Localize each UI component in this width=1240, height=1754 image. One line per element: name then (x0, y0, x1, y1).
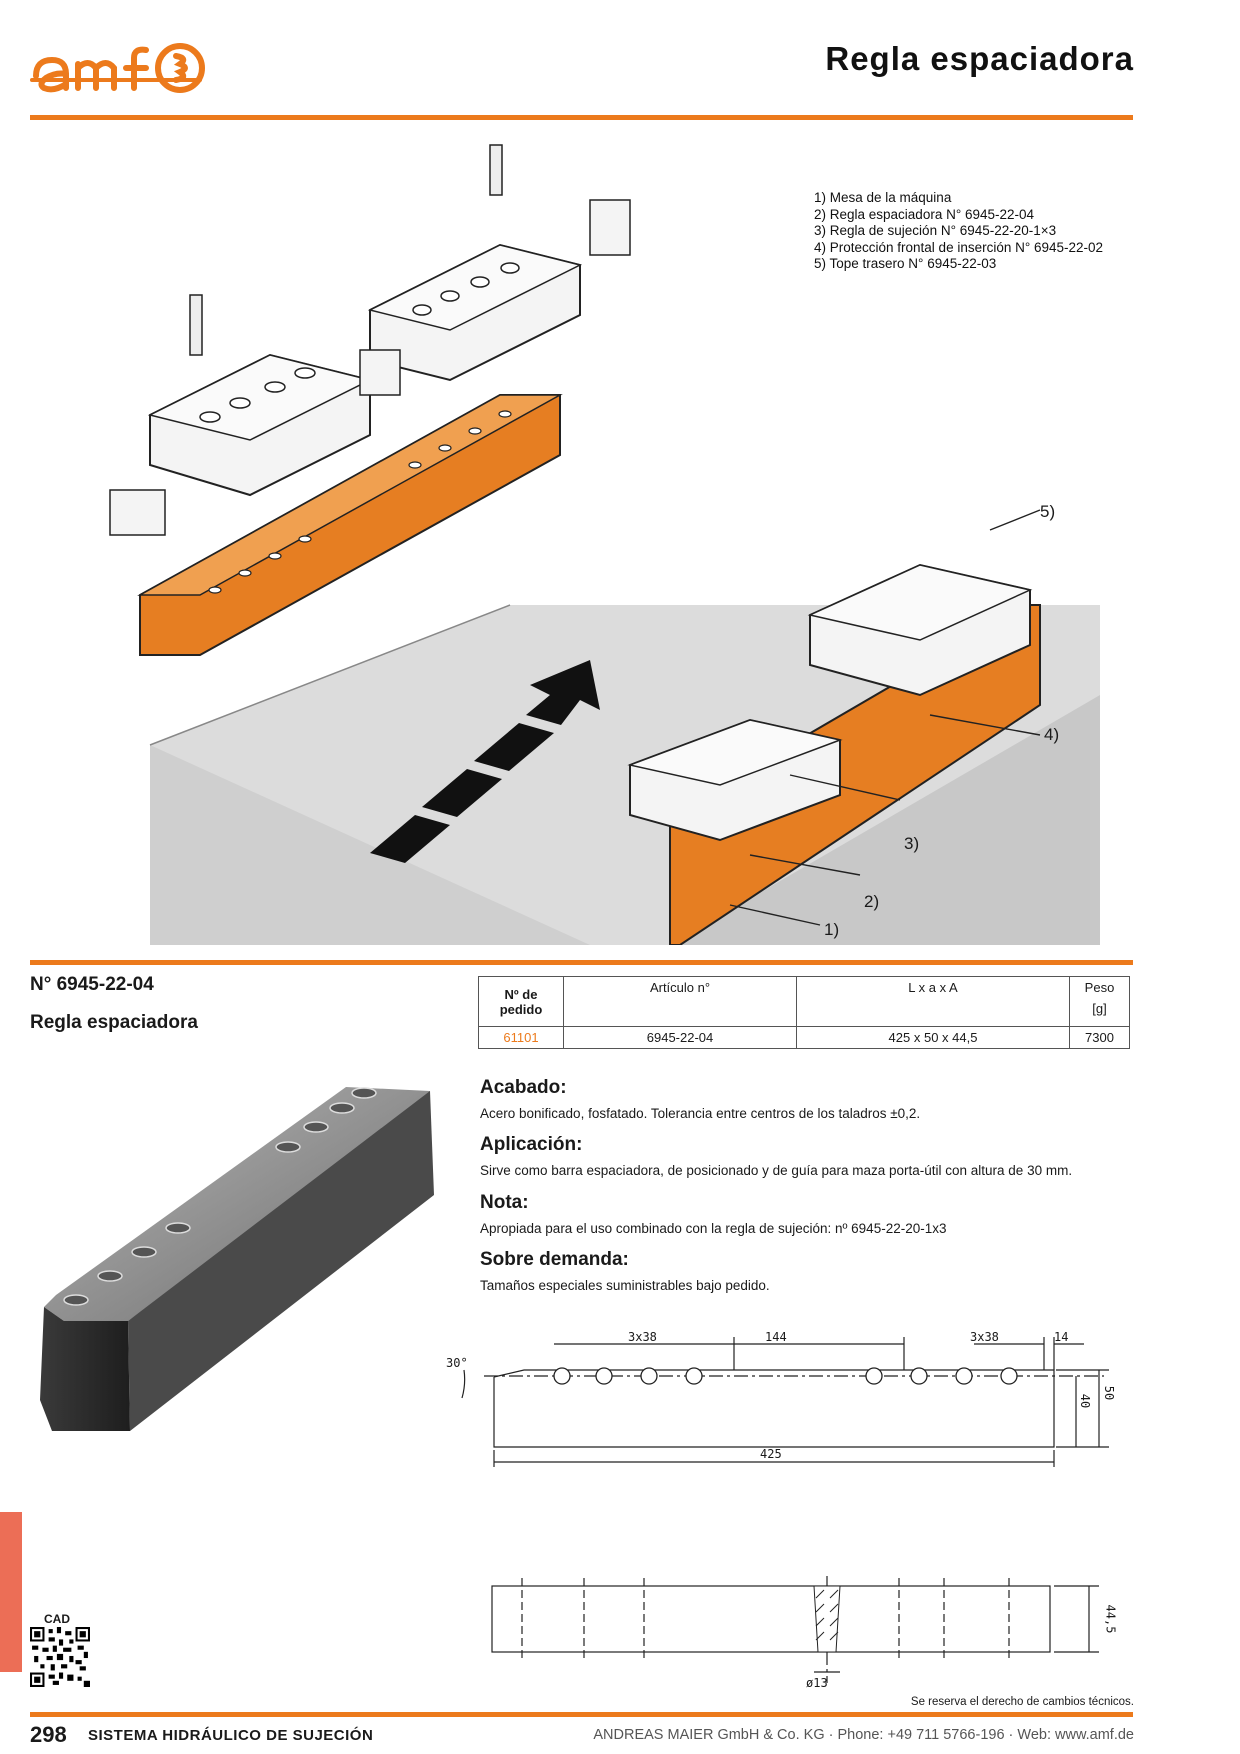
chapter-tab (0, 1512, 22, 1672)
dim-end: 14 (1054, 1330, 1069, 1344)
legend-item: 4) Protección frontal de inserción N° 69… (814, 239, 1104, 255)
legend-item: 1) Mesa de la máquina (814, 190, 952, 205)
dims-cell: 425 x 50 x 44,5 (796, 1026, 1070, 1049)
section-heading-on-demand: Sobre demanda: (480, 1249, 629, 1270)
callout-1: 1) (824, 920, 840, 939)
dim-pitch-left: 3x38 (628, 1330, 657, 1344)
article-number: N° 6945-22-04 (30, 974, 154, 995)
callout-5: 5) (1040, 502, 1056, 521)
dim-height-side: 44,5 (1103, 1604, 1118, 1634)
footer-company: ANDREAS MAIER GmbH & Co. KG · Phone: +49… (593, 1727, 1134, 1743)
section-text-application: Sirve como barra espaciadora, de posicio… (480, 1163, 1073, 1178)
legend-item: 5) Tope trasero N° 6945-22-03 (814, 256, 997, 271)
dim-angle: 30° (446, 1356, 468, 1370)
header-rule (30, 115, 1133, 120)
article-name: Regla espaciadora (30, 1012, 198, 1033)
technical-drawing-side (491, 1576, 1099, 1683)
col-dims: L x a x A (796, 976, 1070, 998)
col-article: Artículo n° (563, 976, 797, 998)
section-rule (30, 960, 1133, 965)
dim-height-inner: 40 (1078, 1393, 1093, 1409)
parts-legend: 1) Mesa de la máquina 2) Regla espaciado… (814, 190, 1103, 273)
table-header-row: Nº de pedido Artículo n° L x a x A Peso (478, 976, 1130, 1027)
col-order: Nº de pedido (478, 976, 564, 1027)
page-title: Regla espaciadora (825, 40, 1134, 77)
callout-3: 3) (904, 834, 920, 853)
page-number: 298 (30, 1722, 67, 1747)
dim-height-outer: 50 (1102, 1385, 1117, 1401)
article-cell: 6945-22-04 (563, 1026, 797, 1049)
spec-table: Nº de pedido Artículo n° L x a x A Peso … (478, 976, 1130, 1049)
callout-2: 2) (864, 892, 880, 911)
footer-section: SISTEMA HIDRÁULICO DE SUJECIÓN (88, 1727, 374, 1744)
assembly-illustration (109, 144, 1100, 945)
order-code: 61101 (478, 1026, 564, 1049)
rights-notice: Se reserva el derecho de cambios técnico… (910, 1696, 1134, 1708)
dim-center: 144 (765, 1330, 787, 1344)
product-photo (40, 1087, 434, 1431)
col-weight: Peso (1069, 976, 1130, 998)
dim-bore: ø13 (806, 1676, 828, 1690)
dim-pitch-right: 3x38 (970, 1330, 999, 1344)
section-heading-application: Aplicación: (480, 1134, 583, 1155)
section-text-finish: Acero bonificado, fosfatado. Tolerancia … (480, 1106, 921, 1121)
legend-item: 3) Regla de sujeción N° 6945-22-20-1×3 (814, 223, 1057, 238)
dim-length: 425 (760, 1447, 782, 1461)
callout-4: 4) (1044, 725, 1060, 744)
col-weight-unit: [g] (1069, 998, 1130, 1027)
cad-label: CAD (44, 1612, 70, 1626)
section-text-on-demand: Tamaños especiales suministrables bajo p… (480, 1278, 770, 1293)
footer-rule (30, 1712, 1133, 1717)
section-heading-finish: Acabado: (480, 1077, 567, 1098)
amf-logo (30, 43, 205, 93)
section-text-note: Apropiada para el uso combinado con la r… (480, 1221, 947, 1236)
section-heading-note: Nota: (480, 1192, 529, 1213)
weight-cell: 7300 (1069, 1026, 1130, 1049)
qr-code[interactable] (30, 1627, 90, 1687)
table-row: 61101 6945-22-04 425 x 50 x 44,5 7300 (478, 1026, 1130, 1049)
legend-item: 2) Regla espaciadora N° 6945-22-04 (814, 206, 1035, 222)
technical-drawing-front (461, 1337, 1109, 1467)
